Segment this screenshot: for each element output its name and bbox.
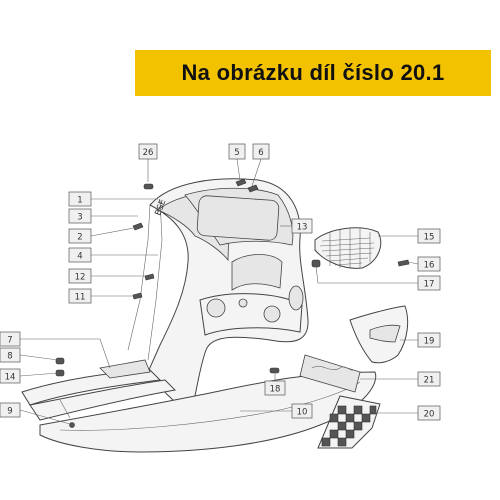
callout-12-label: 12 xyxy=(75,273,86,283)
callout-2-label: 2 xyxy=(77,233,82,243)
part-15-grille xyxy=(314,227,382,269)
callout-7-label: 7 xyxy=(7,336,12,346)
callout-1-label: 1 xyxy=(77,196,82,206)
callout-9: 9 xyxy=(0,402,21,418)
callout-2: 2 xyxy=(68,228,92,244)
callout-17: 17 xyxy=(417,275,441,291)
callout-10: 10 xyxy=(291,403,313,419)
callout-3-label: 3 xyxy=(77,213,82,223)
callout-19-label: 19 xyxy=(424,337,435,347)
callout-13: 13 xyxy=(291,218,313,234)
callout-20: 20 xyxy=(417,405,441,421)
callout-15: 15 xyxy=(417,228,441,244)
callout-16: 16 xyxy=(417,256,441,272)
callout-26: 26 xyxy=(138,143,158,160)
callout-9-label: 9 xyxy=(7,407,12,417)
callout-19: 19 xyxy=(417,332,441,348)
part-21-decal xyxy=(299,354,361,393)
callout-13-label: 13 xyxy=(297,223,308,233)
callout-14: 14 xyxy=(0,368,21,384)
callout-4: 4 xyxy=(68,247,92,263)
callout-12: 12 xyxy=(68,268,92,284)
callout-16-label: 16 xyxy=(424,261,435,271)
callout-8-label: 8 xyxy=(7,352,12,362)
callout-21: 21 xyxy=(417,371,441,387)
front-shield: BSE xyxy=(127,178,309,413)
callout-18: 18 xyxy=(264,380,286,396)
callout-4-label: 4 xyxy=(77,252,82,262)
callout-7: 7 xyxy=(0,331,21,347)
callout-14-label: 14 xyxy=(5,373,16,383)
callout-3: 3 xyxy=(68,208,92,224)
floor-panel xyxy=(21,359,177,421)
callout-6-label: 6 xyxy=(258,148,263,158)
callout-26-label: 26 xyxy=(143,148,154,158)
part-19-cover xyxy=(349,305,409,364)
callout-17-label: 17 xyxy=(424,280,435,290)
leader-lines xyxy=(19,158,419,425)
callout-20-label: 20 xyxy=(424,410,435,420)
callout-1: 1 xyxy=(68,191,92,207)
callout-10-label: 10 xyxy=(297,408,308,418)
callout-11: 11 xyxy=(68,288,92,304)
callout-5-label: 5 xyxy=(234,148,239,158)
banner-title: Na obrázku díl číslo 20.1 xyxy=(181,60,445,85)
callout-8: 8 xyxy=(0,347,21,363)
lower-fairing xyxy=(39,371,377,453)
callout-18-label: 18 xyxy=(270,385,281,395)
callout-11-label: 11 xyxy=(75,293,86,303)
callout-6: 6 xyxy=(252,143,270,160)
callout-5: 5 xyxy=(228,143,246,160)
part-20-checkered-decal xyxy=(317,395,381,449)
title-banner: Na obrázku díl číslo 20.1 xyxy=(135,50,491,96)
callout-21-label: 21 xyxy=(424,376,435,386)
callout-15-label: 15 xyxy=(424,233,435,243)
hardware xyxy=(55,178,410,377)
